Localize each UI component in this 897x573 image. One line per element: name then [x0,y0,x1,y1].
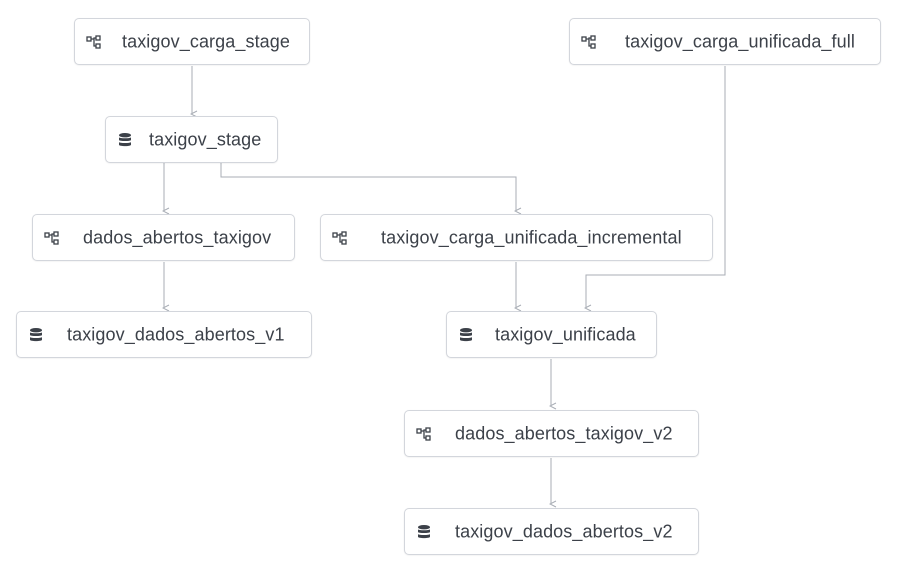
edge-taxigov-stage-to-taxigov-carga-unificada-incremental [220,163,516,211]
pipeline-icon [416,426,432,442]
node-dados-abertos-taxigov[interactable]: dados_abertos_taxigov [32,214,295,261]
node-taxigov-carga-unificada-full[interactable]: taxigov_carga_unificada_full [569,18,881,65]
node-label: dados_abertos_taxigov [83,227,272,247]
node-label: taxigov_carga_unificada_full [625,31,855,51]
node-label: taxigov_dados_abertos_v1 [67,324,285,344]
pipeline-icon [86,34,102,50]
node-label: taxigov_stage [149,129,262,149]
node-taxigov-carga-stage[interactable]: taxigov_carga_stage [74,18,310,65]
database-icon [416,524,432,540]
database-icon [28,327,44,343]
node-taxigov-dados-abertos-v2[interactable]: taxigov_dados_abertos_v2 [404,508,699,555]
node-taxigov-unificada[interactable]: taxigov_unificada [446,311,657,358]
edge-taxigov-carga-unificada-full-to-taxigov-unificada [586,66,726,308]
node-taxigov-stage[interactable]: taxigov_stage [105,116,278,163]
node-dados-abertos-taxigov-v2[interactable]: dados_abertos_taxigov_v2 [404,410,699,457]
node-label: taxigov_carga_unificada_incremental [381,227,682,247]
node-label: dados_abertos_taxigov_v2 [455,423,673,443]
database-icon [458,327,474,343]
node-label: taxigov_carga_stage [122,31,291,51]
node-label: taxigov_unificada [495,324,636,344]
node-taxigov-carga-unificada-incremental[interactable]: taxigov_carga_unificada_incremental [320,214,713,261]
node-label: taxigov_dados_abertos_v2 [455,521,673,541]
node-taxigov-dados-abertos-v1[interactable]: taxigov_dados_abertos_v1 [16,311,312,358]
pipeline-icon [581,34,597,50]
database-icon [117,132,133,148]
pipeline-icon [44,230,60,246]
pipeline-icon [332,230,348,246]
